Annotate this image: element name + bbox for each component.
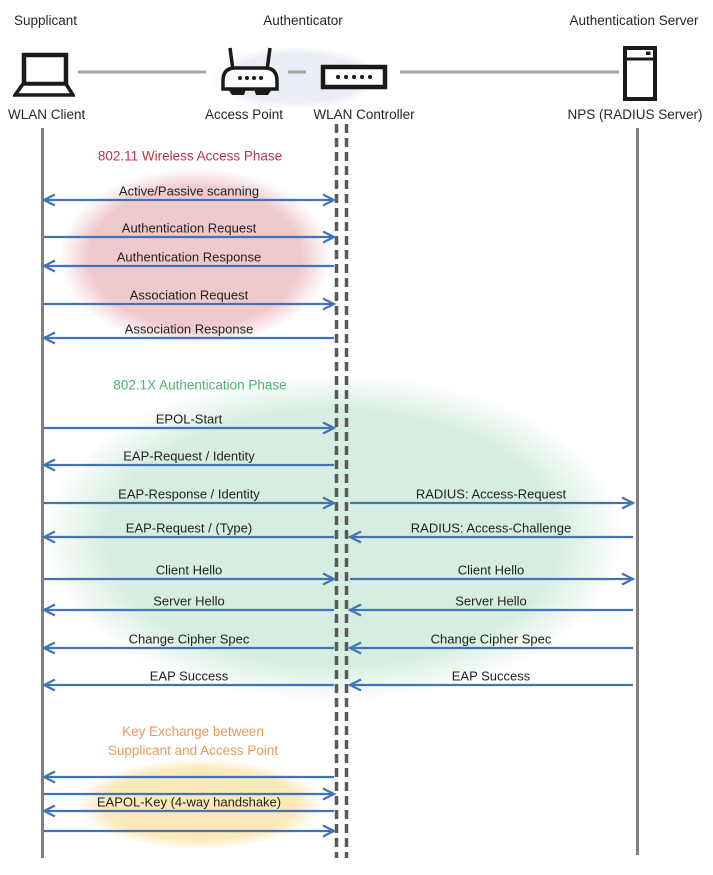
- arrowhead-icon: [41, 530, 56, 544]
- arrowhead-icon: [41, 603, 56, 617]
- ap-foot: [254, 89, 272, 95]
- message-label: RADIUS: Access-Request: [415, 486, 567, 502]
- message-label: EAP-Request / Identity: [123, 448, 255, 464]
- message-label: Change Cipher Spec: [128, 631, 250, 647]
- phase-label-authentication: 802.1X Authentication Phase: [113, 377, 287, 393]
- message-label: Server Hello: [455, 593, 527, 609]
- arrowhead-icon: [621, 572, 636, 586]
- phase-label-key-exchange: Key Exchange between Supplicant and Acce…: [107, 724, 279, 758]
- arrowhead-icon: [41, 678, 56, 692]
- message-label: EAP Success: [149, 668, 229, 684]
- arrowhead-icon: [41, 193, 56, 207]
- caption-nps-radius-server: NPS (RADIUS Server): [567, 107, 703, 122]
- key-exchange-ellipse: [77, 759, 323, 849]
- arrowhead-icon: [322, 572, 337, 586]
- message-label: EAP-Request / (Type): [125, 520, 253, 536]
- message-label: Client Hello: [155, 562, 223, 578]
- laptop-icon: [13, 52, 75, 97]
- arrowhead-icon: [41, 641, 56, 655]
- caption-wlan-controller: WLAN Controller: [313, 107, 415, 122]
- message-label: Association Response: [124, 321, 254, 337]
- arrowhead-icon: [347, 641, 362, 655]
- server-icon: [623, 46, 657, 101]
- arrowhead-icon: [322, 297, 337, 311]
- arrowhead-icon: [621, 496, 636, 510]
- arrowhead-icon: [41, 804, 56, 818]
- role-supplicant: Supplicant: [14, 13, 78, 28]
- message-label: EAP-Response / Identity: [118, 486, 260, 502]
- role-authentication-server: Authentication Server: [569, 13, 699, 28]
- arrowhead-icon: [347, 678, 362, 692]
- message-label: EAPOL-Key (4-way handshake): [96, 794, 282, 810]
- arrowhead-icon: [322, 193, 337, 207]
- message-label: RADIUS: Access-Challenge: [410, 520, 572, 536]
- arrowhead-icon: [41, 458, 56, 472]
- arrowhead-icon: [322, 496, 337, 510]
- ap-foot: [228, 89, 246, 95]
- role-authenticator: Authenticator: [263, 13, 343, 28]
- message-label: EPOL-Start: [155, 411, 223, 427]
- arrowhead-icon: [41, 770, 56, 784]
- phase-label-wireless-access: 802.11 Wireless Access Phase: [97, 148, 283, 164]
- message-label: Server Hello: [153, 593, 225, 609]
- arrowhead-icon: [347, 603, 362, 617]
- message-label: Association Request: [129, 287, 249, 303]
- arrowhead-icon: [41, 259, 56, 273]
- message-label: Client Hello: [457, 562, 525, 578]
- message-label: Change Cipher Spec: [430, 631, 552, 647]
- wlan-controller-icon: [320, 64, 388, 90]
- message-label: Active/Passive scanning: [118, 183, 260, 199]
- arrowhead-icon: [322, 824, 337, 838]
- caption-access-point: Access Point: [204, 107, 284, 122]
- wireless-phase-ellipse: [59, 168, 331, 346]
- arrowhead-icon: [322, 421, 337, 435]
- arrowhead-icon: [322, 787, 337, 801]
- arrowhead-icon: [347, 530, 362, 544]
- message-label: Authentication Response: [116, 249, 262, 265]
- arrowhead-icon: [322, 230, 337, 244]
- access-point-icon: [221, 47, 279, 95]
- message-label: EAP Success: [451, 668, 531, 684]
- caption-wlan-client: WLAN Client: [8, 107, 86, 122]
- arrowhead-icon: [41, 331, 56, 345]
- message-label: Authentication Request: [121, 220, 257, 236]
